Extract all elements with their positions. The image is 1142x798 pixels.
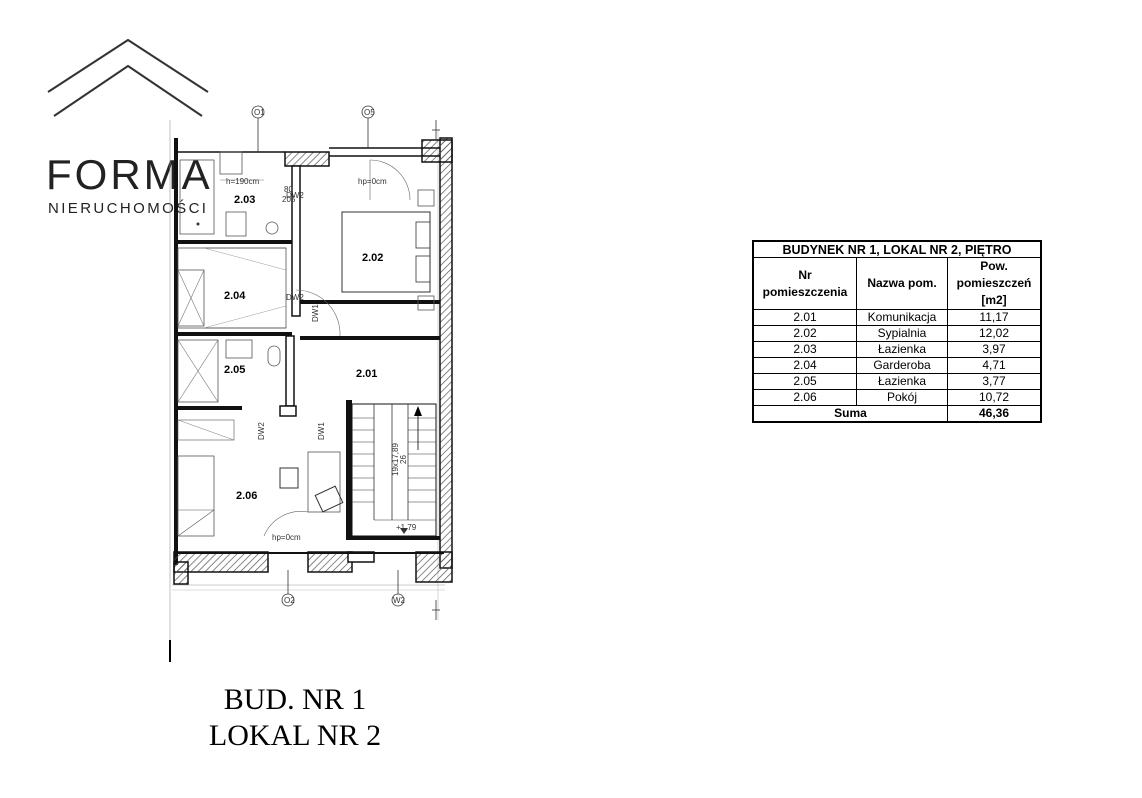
room-label-2-06: 2.06 bbox=[236, 490, 257, 502]
room-name: Łazienka bbox=[856, 341, 948, 358]
table-row: 2.02 Sypialnia 12,02 bbox=[752, 325, 1042, 342]
door-dw1-b: DW1 bbox=[311, 304, 320, 322]
table-row: 2.05 Łazienka 3,77 bbox=[752, 373, 1042, 390]
room-area: 3,97 bbox=[947, 341, 1042, 358]
door-dw2-b: DW2 bbox=[286, 293, 304, 302]
room-number: 2.02 bbox=[752, 325, 857, 342]
table-sum-row: Suma 46,36 bbox=[752, 405, 1042, 423]
logo-name: FORMA bbox=[46, 151, 213, 198]
forma-logo: FORMA NIERUCHOMOŚCI bbox=[40, 36, 220, 216]
room-area: 11,17 bbox=[947, 309, 1042, 326]
room-number: 2.04 bbox=[752, 357, 857, 374]
window-w2-label: W2 bbox=[393, 596, 406, 605]
stair-dimensions: 19x17,89 bbox=[391, 443, 400, 476]
window-o1-label: O1 bbox=[254, 108, 265, 117]
header-room-area: Pow. pomieszczeń [m2] bbox=[947, 257, 1042, 310]
floor-plan: O1 O5 O2 W2 h=190cm hp=0cm hp=0cm +1,79 … bbox=[160, 100, 460, 665]
room-area-table: BUDYNEK NR 1, LOKAL NR 2, PIĘTRO Nr pomi… bbox=[752, 240, 1042, 423]
caption-building: BUD. NR 1 bbox=[223, 683, 367, 716]
room-label-2-01: 2.01 bbox=[356, 368, 377, 380]
room-name: Garderoba bbox=[856, 357, 948, 374]
room-area: 10,72 bbox=[947, 389, 1042, 406]
room-number: 2.01 bbox=[752, 309, 857, 326]
room-number: 2.06 bbox=[752, 389, 857, 406]
level-mark: +1,79 bbox=[396, 523, 417, 532]
door-dw1-a: DW1 bbox=[317, 422, 326, 440]
door-dw2-a: DW2 bbox=[286, 191, 304, 200]
door-width-dim: 80 bbox=[284, 185, 293, 194]
room-name: Komunikacja bbox=[856, 309, 948, 326]
header-room-number: Nr pomieszczenia bbox=[752, 257, 857, 310]
sum-value: 46,36 bbox=[947, 405, 1042, 423]
table-title: BUDYNEK NR 1, LOKAL NR 2, PIĘTRO bbox=[752, 240, 1042, 258]
room-name: Łazienka bbox=[856, 373, 948, 390]
stair-count: 26 bbox=[399, 455, 408, 464]
room-area: 3,77 bbox=[947, 373, 1042, 390]
header-room-name: Nazwa pom. bbox=[856, 257, 948, 310]
roof-icon bbox=[47, 38, 209, 117]
caption-unit: LOKAL NR 2 bbox=[208, 719, 382, 752]
window-o5-label: O5 bbox=[364, 108, 375, 117]
table-row: 2.06 Pokój 10,72 bbox=[752, 389, 1042, 406]
table-row: 2.04 Garderoba 4,71 bbox=[752, 357, 1042, 374]
sum-label: Suma bbox=[752, 405, 948, 423]
door-dw2-c: DW2 bbox=[257, 422, 266, 440]
room-name: Sypialnia bbox=[856, 325, 948, 342]
threshold-note-room: hp=0cm bbox=[272, 533, 301, 542]
room-label-2-04: 2.04 bbox=[224, 290, 246, 302]
room-number: 2.05 bbox=[752, 373, 857, 390]
room-name: Pokój bbox=[856, 389, 948, 406]
logo-subtitle: NIERUCHOMOŚCI bbox=[48, 200, 209, 217]
table-row: 2.01 Komunikacja 11,17 bbox=[752, 309, 1042, 326]
room-label-2-05: 2.05 bbox=[224, 364, 245, 376]
floor-plan-drawing: O1 O5 O2 W2 h=190cm hp=0cm hp=0cm +1,79 … bbox=[169, 105, 453, 662]
window-o2-label: O2 bbox=[284, 596, 295, 605]
door-height-dim: 205 bbox=[282, 195, 296, 204]
room-number: 2.03 bbox=[752, 341, 857, 358]
room-area: 4,71 bbox=[947, 357, 1042, 374]
room-area: 12,02 bbox=[947, 325, 1042, 342]
height-note: h=190cm bbox=[226, 177, 259, 186]
threshold-note-bedroom: hp=0cm bbox=[358, 177, 387, 186]
table-row: 2.03 Łazienka 3,97 bbox=[752, 341, 1042, 358]
room-label-2-02: 2.02 bbox=[362, 252, 383, 264]
room-label-2-03: 2.03 bbox=[234, 194, 255, 206]
plan-caption: BUD. NR 1 LOKAL NR 2 bbox=[200, 682, 390, 754]
